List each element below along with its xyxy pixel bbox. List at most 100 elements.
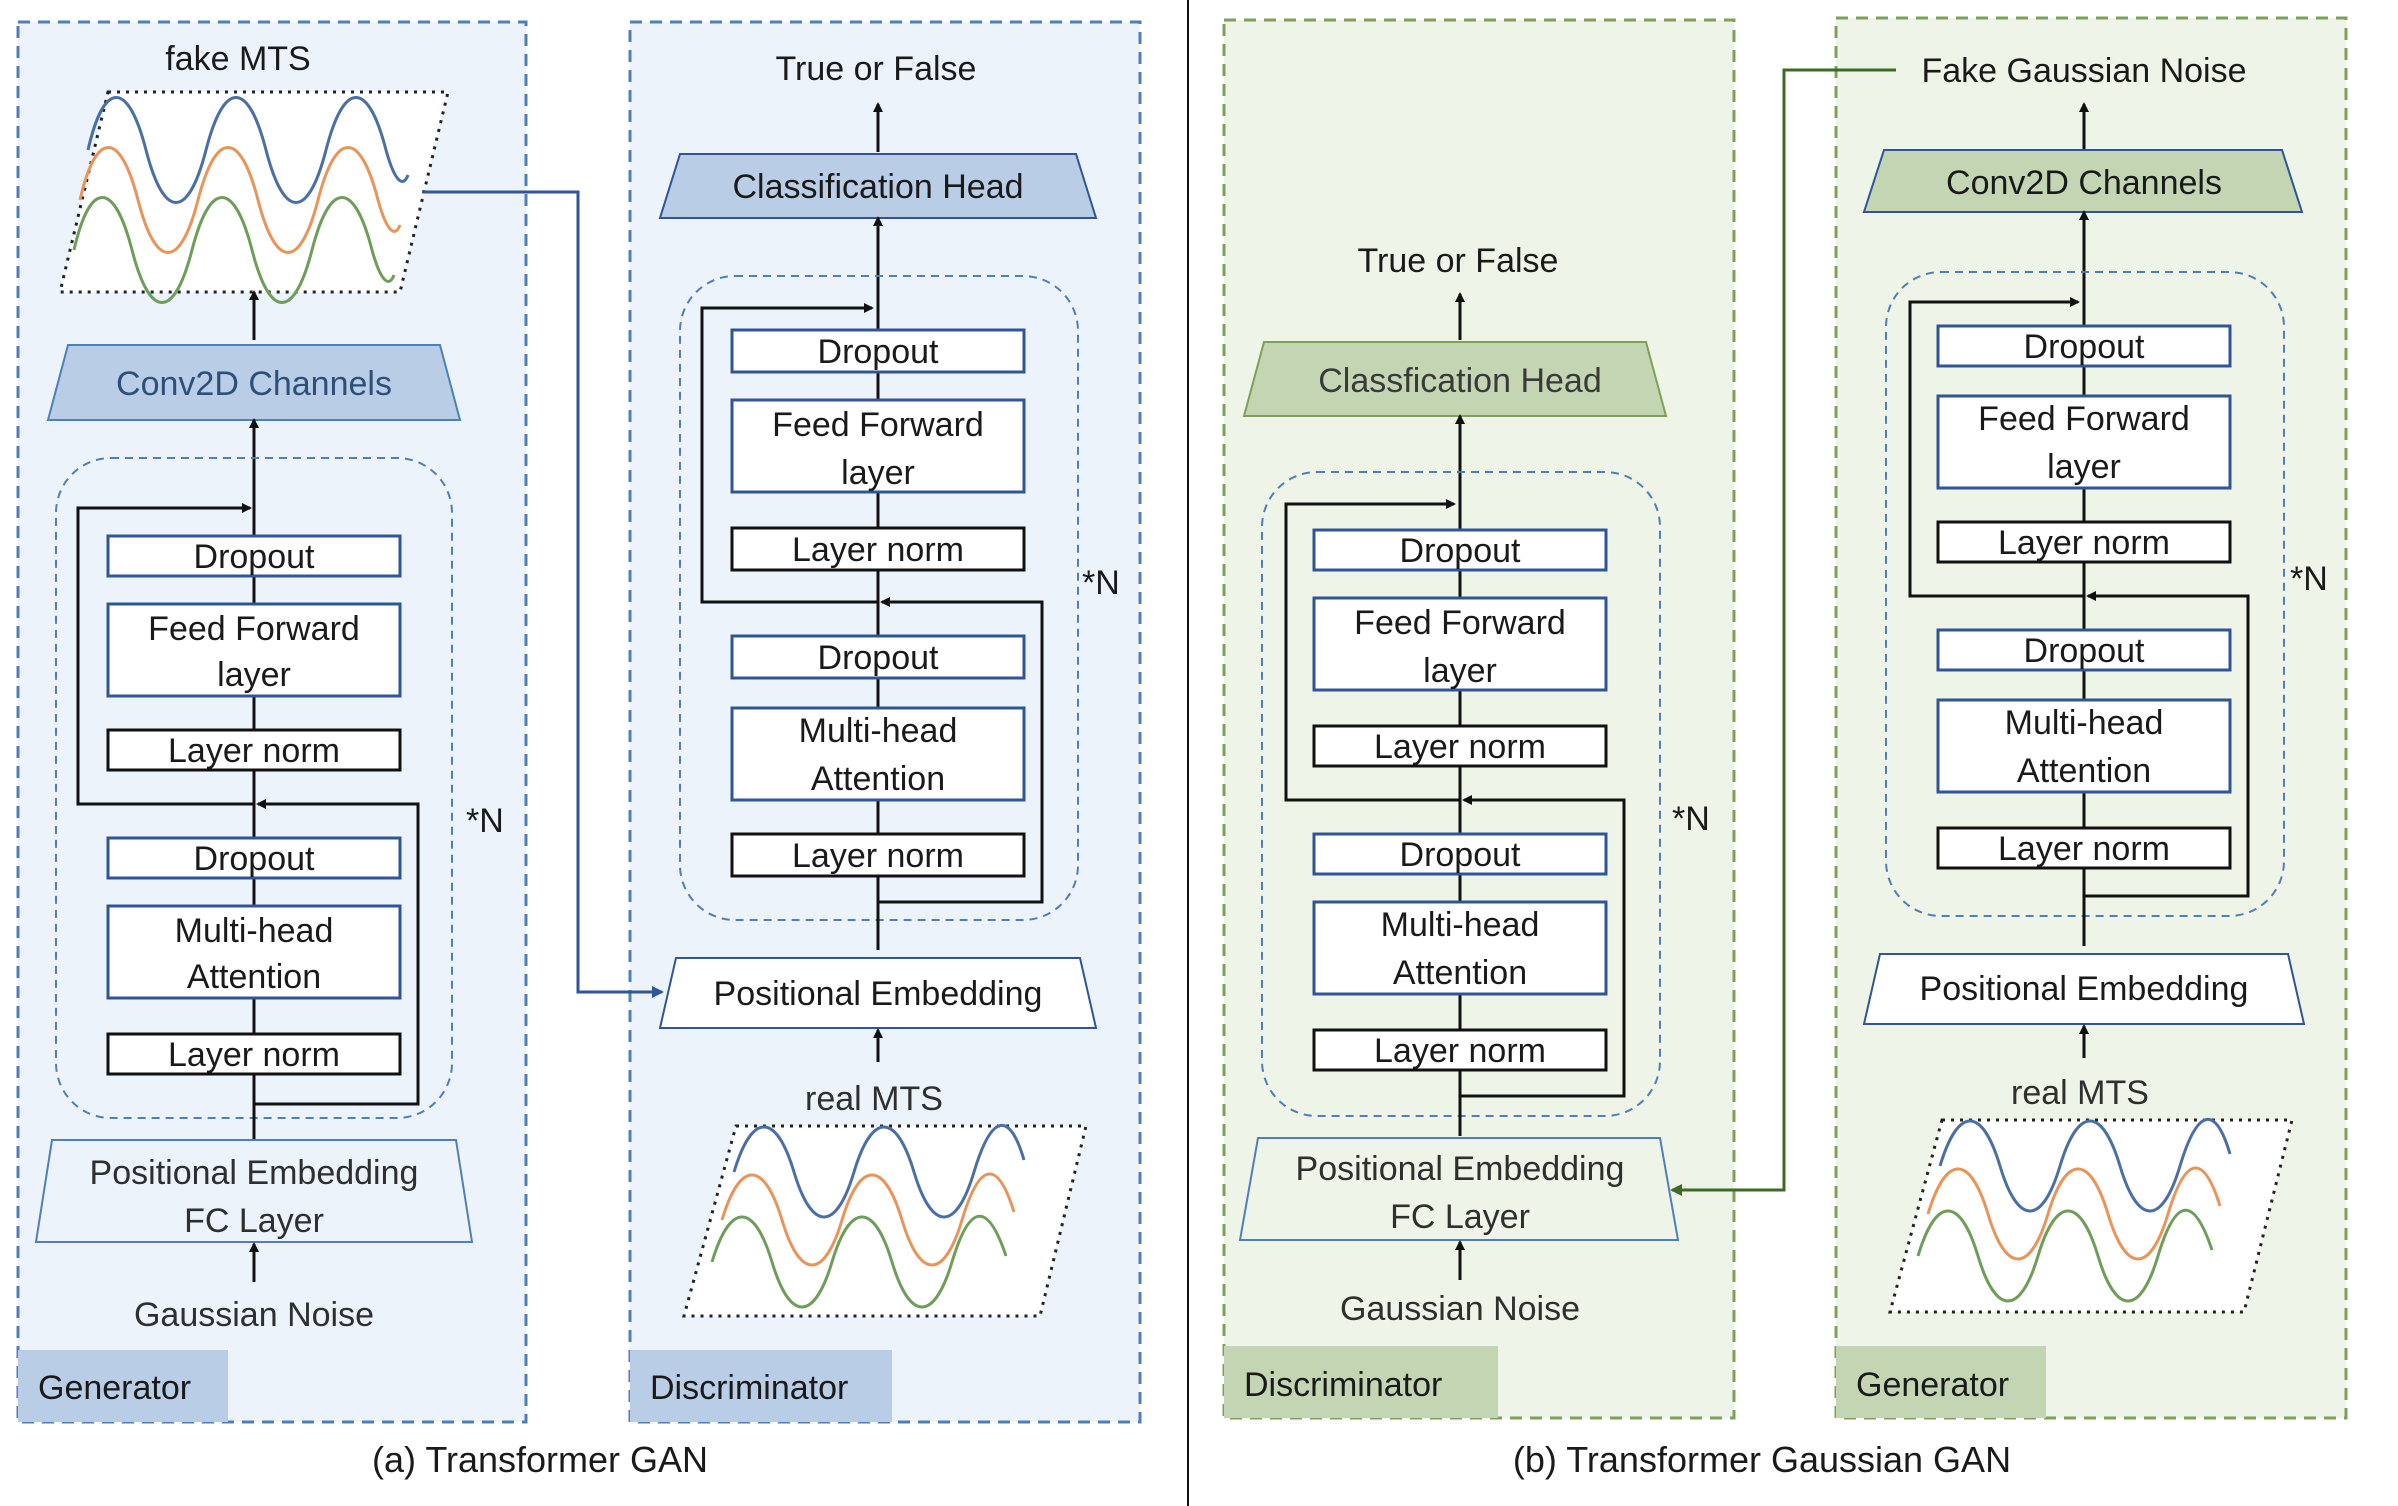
gen-b-dropout-bottom-label: Dropout	[2024, 632, 2146, 670]
gen-a-repeat-label: *N	[466, 802, 504, 840]
disc-a-residual-1	[878, 597, 1044, 904]
real-mts-label-b: real MTS	[2011, 1074, 2149, 1112]
gen-b-dropout-top	[1936, 324, 2232, 368]
disc-b-layernorm-top-label: Layer norm	[1374, 728, 1546, 766]
classification-head-label: Classification Head	[732, 168, 1023, 206]
disc-b-embedding-line2: FC Layer	[1390, 1198, 1530, 1236]
real-mts-wave-green-b	[1916, 1208, 2214, 1303]
gen-a-embedding-line2: FC Layer	[184, 1202, 324, 1240]
gen-b-residual-2	[1908, 297, 2084, 598]
gen-a-feedforward	[106, 602, 402, 698]
disc-b-dropout-bottom-label: Dropout	[1400, 836, 1522, 874]
disc-a-repeat-label: *N	[1082, 564, 1120, 602]
discriminator-b-label: Discriminator	[1244, 1366, 1442, 1404]
disc-b-multihead-line2: Attention	[1393, 954, 1527, 992]
gen-b-residual-1	[2084, 591, 2250, 898]
gen-a-residual-1	[254, 799, 420, 1106]
disc-a-layernorm-top-label: Layer norm	[792, 531, 964, 569]
real-mts-wave-blue-b	[1938, 1118, 2232, 1213]
disc-b-feedforward-line1: Feed Forward	[1354, 604, 1566, 642]
gen-a-feedforward-line2: layer	[217, 656, 291, 694]
gen-a-embedding-line1: Positional Embedding	[90, 1154, 419, 1192]
fake-mts-box	[58, 90, 450, 294]
gen-b-dropout-bottom	[1936, 628, 2232, 672]
conv2d-head-b	[1862, 149, 2304, 213]
disc-b-layernorm-top	[1312, 724, 1608, 768]
gen-a-dropout-bottom	[106, 836, 402, 880]
disc-b-dropout-bottom	[1312, 832, 1608, 876]
generator-label: Generator	[38, 1369, 191, 1407]
gen-b-embedding-label: Positional Embedding	[1920, 970, 2249, 1008]
gen-a-residual-2	[76, 503, 254, 806]
fake-mts-label: fake MTS	[165, 40, 310, 78]
fake-mts-wave-green	[72, 196, 396, 304]
link-fake-mts-to-discriminator	[422, 190, 664, 998]
classfication-head-b	[1242, 341, 1668, 417]
real-mts-box-b	[1888, 1118, 2294, 1314]
gen-a-embedding	[34, 1139, 474, 1243]
gen-b-multihead	[1936, 698, 2232, 794]
disc-a-feedforward-line2: layer	[841, 454, 915, 492]
gen-b-layernorm-bottom	[1936, 826, 2232, 870]
disc-a-dropout-bottom	[730, 634, 1026, 680]
gen-b-feedforward-line2: layer	[2047, 448, 2121, 486]
disc-b-embedding-line1: Positional Embedding	[1296, 1150, 1625, 1188]
discriminator-label: Discriminator	[650, 1369, 848, 1407]
gen-a-dropout-top	[106, 534, 402, 578]
disc-a-embedding-label: Positional Embedding	[714, 975, 1043, 1013]
gen-b-dropout-top-label: Dropout	[2024, 328, 2146, 366]
disc-b-embedding	[1238, 1137, 1680, 1241]
disc-a-layernorm-bottom-label: Layer norm	[792, 837, 964, 875]
conv2d-head-label: Conv2D Channels	[116, 365, 392, 403]
disc-a-feedforward	[730, 398, 1026, 494]
gen-b-multihead-line2: Attention	[2017, 752, 2151, 790]
generator-b-label-tab	[1836, 1346, 2046, 1418]
disc-a-dropout-bottom-label: Dropout	[818, 639, 940, 677]
disc-b-input-label: Gaussian Noise	[1340, 1290, 1580, 1328]
gen-b-embedding	[1862, 953, 2306, 1025]
real-mts-label-a: real MTS	[805, 1080, 943, 1118]
disc-b-multihead	[1312, 900, 1608, 996]
disc-a-layernorm-top	[730, 526, 1026, 572]
gen-b-feedforward-line1: Feed Forward	[1978, 400, 2190, 438]
gen-b-layernorm-top	[1936, 520, 2232, 564]
disc-a-dropout-top-label: Dropout	[818, 333, 940, 371]
disc-a-feedforward-line1: Feed Forward	[772, 406, 984, 444]
panel-a-discriminator: Discriminator True or False Classificati…	[628, 20, 1142, 1424]
gen-a-layernorm-bottom-label: Layer norm	[168, 1036, 340, 1074]
gen-a-input-label: Gaussian Noise	[134, 1296, 374, 1334]
real-mts-wave-green-a	[710, 1214, 1008, 1309]
disc-b-layernorm-bottom	[1312, 1028, 1608, 1072]
gen-a-dropout-bottom-label: Dropout	[194, 840, 316, 878]
panel-a-generator: Generator fake MTS Conv2D Channels *N Dr…	[16, 20, 528, 1424]
gen-a-layernorm-bottom	[106, 1032, 402, 1076]
classfication-head-b-label: Classfication Head	[1318, 362, 1601, 400]
real-mts-box-a	[682, 1124, 1088, 1318]
disc-a-output-label: True or False	[776, 50, 977, 88]
gen-b-output-label: Fake Gaussian Noise	[1921, 52, 2246, 90]
generator-label-tab	[18, 1350, 228, 1422]
disc-b-feedforward-line2: layer	[1423, 652, 1497, 690]
gen-b-multihead-line1: Multi-head	[2005, 704, 2164, 742]
gen-b-layernorm-bottom-label: Layer norm	[1998, 830, 2170, 868]
disc-a-multihead-line1: Multi-head	[799, 712, 958, 750]
disc-b-feedforward	[1312, 596, 1608, 692]
gen-a-multihead	[106, 904, 402, 1000]
disc-b-dropout-top-label: Dropout	[1400, 532, 1522, 570]
gen-a-dropout-top-label: Dropout	[194, 538, 316, 576]
disc-b-residual-1	[1460, 795, 1626, 1098]
disc-b-dropout-top	[1312, 528, 1608, 572]
disc-a-layernorm-bottom	[730, 832, 1026, 878]
gen-a-layernorm-top-label: Layer norm	[168, 732, 340, 770]
disc-b-output-label: True or False	[1358, 242, 1559, 280]
disc-b-layernorm-bottom-label: Layer norm	[1374, 1032, 1546, 1070]
gen-a-layernorm-top	[106, 728, 402, 772]
gen-a-multihead-line1: Multi-head	[175, 912, 334, 950]
conv2d-head	[46, 344, 462, 421]
gen-b-feedforward	[1936, 394, 2232, 490]
disc-a-residual-2	[700, 303, 878, 604]
fake-mts-wave-blue	[86, 96, 410, 204]
discriminator-label-tab	[630, 1350, 892, 1422]
